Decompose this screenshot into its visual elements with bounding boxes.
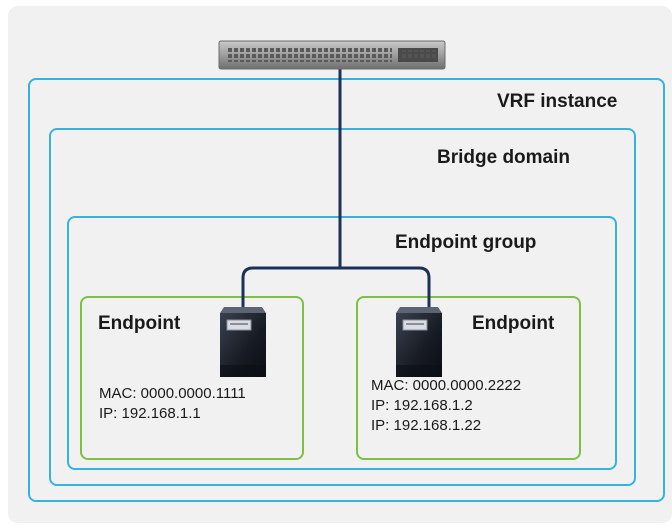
endpoint-2-details: MAC: 0000.0000.2222 IP: 192.168.1.2 IP: … [371,376,521,436]
bridge-domain-label: Bridge domain [437,147,571,168]
endpoint-box-2 [356,296,581,460]
branch-line [241,266,431,308]
endpoint-1-mac: MAC: 0000.0000.1111 [99,385,246,402]
endpoint-2-ip-2: IP: 192.168.1.22 [371,417,482,434]
bridge-domain-container [49,128,636,486]
endpoint-1-details: MAC: 0000.0000.1111 IP: 192.168.1.1 [99,384,246,424]
endpoint-group-label: Endpoint group [395,232,537,253]
vrf-instance-container [28,78,665,502]
endpoint-2-mac: MAC: 0000.0000.2222 [371,377,522,394]
endpoint-box-1 [80,296,304,460]
endpoint-2-label: Endpoint [472,313,555,334]
server-icon [220,307,266,377]
endpoint-1-label: Endpoint [98,313,181,334]
endpoint-1-ip: IP: 192.168.1.1 [99,405,201,422]
endpoint-group-container [67,216,617,470]
vrf-instance-label: VRF instance [497,91,618,112]
endpoint-2-ip-1: IP: 192.168.1.2 [371,397,473,414]
network-switch-icon [218,40,446,70]
server-icon [396,307,442,377]
